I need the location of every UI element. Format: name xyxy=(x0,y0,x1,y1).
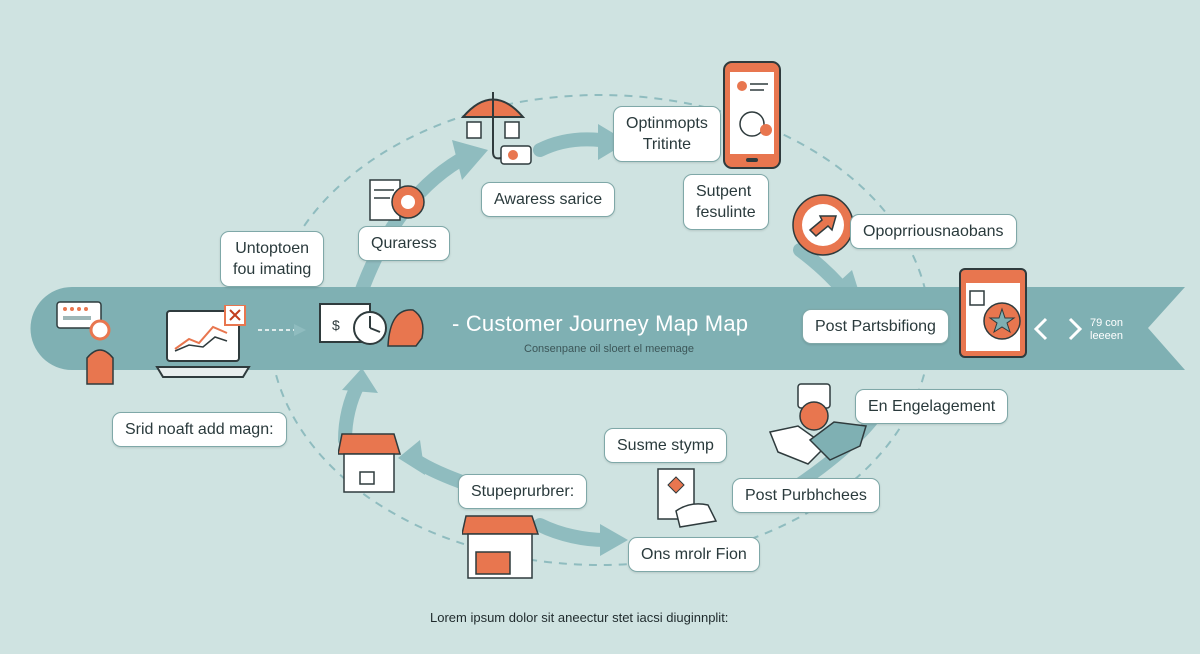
receipt-hand-icon xyxy=(657,468,718,528)
umbrella-shop-icon xyxy=(460,92,532,165)
post-purchases-label: Post Purbhchees xyxy=(732,478,880,513)
storefront-icon xyxy=(338,433,402,493)
post-positioning-label: Post Partsbifiong xyxy=(802,309,949,344)
flow-arrow-head xyxy=(452,140,488,180)
arrow-badge-icon xyxy=(792,194,854,256)
awareness-service-label: Awaress sarice xyxy=(481,182,616,217)
opportunities-label: Opoprriousnaobans xyxy=(850,214,1017,249)
untop-label: Untoptoen fou imating xyxy=(220,231,325,287)
small-shop-icon xyxy=(462,515,540,579)
gear-document-icon xyxy=(369,179,425,221)
ons-proof-label: Ons mrolr Fion xyxy=(628,537,760,572)
flow-arrow xyxy=(533,518,612,547)
support-label: Sutpent fesulinte xyxy=(683,174,769,230)
handshake-icon xyxy=(768,383,867,465)
svg-text:$: $ xyxy=(332,317,340,333)
susme-label: Susme stymp xyxy=(604,428,727,463)
diagram-title: - Customer Journey Map Map xyxy=(452,311,749,336)
laptop-chart-icon xyxy=(155,305,251,378)
nav-arrows-icon[interactable] xyxy=(1032,316,1084,342)
flow-arrow-head xyxy=(600,524,628,556)
smartphone-icon xyxy=(723,61,781,169)
quraress-label: Quraress xyxy=(358,226,450,261)
optimops-label: Optinmopts Tritinte xyxy=(613,106,721,162)
engagement-label: En Engelagement xyxy=(855,389,1009,424)
flow-arrow xyxy=(533,132,607,157)
said-roadmap-label: Srid noaft add magn: xyxy=(112,412,287,447)
flow-arrow-head xyxy=(398,440,425,475)
diagram-subtitle: Consenpane oil sloert el meemage xyxy=(524,343,694,355)
stupe-label: Stupeprurbrer: xyxy=(458,474,588,509)
avatar-chat-icon xyxy=(56,301,114,385)
tablet-star-icon xyxy=(959,268,1027,358)
money-cycle-icon: $ xyxy=(319,303,424,347)
flow-arrow-head xyxy=(342,368,378,393)
band-right-note: 79 con leeeen xyxy=(1090,317,1124,342)
footer-caption: Lorem ipsum dolor sit aneectur stet iacs… xyxy=(430,610,729,625)
